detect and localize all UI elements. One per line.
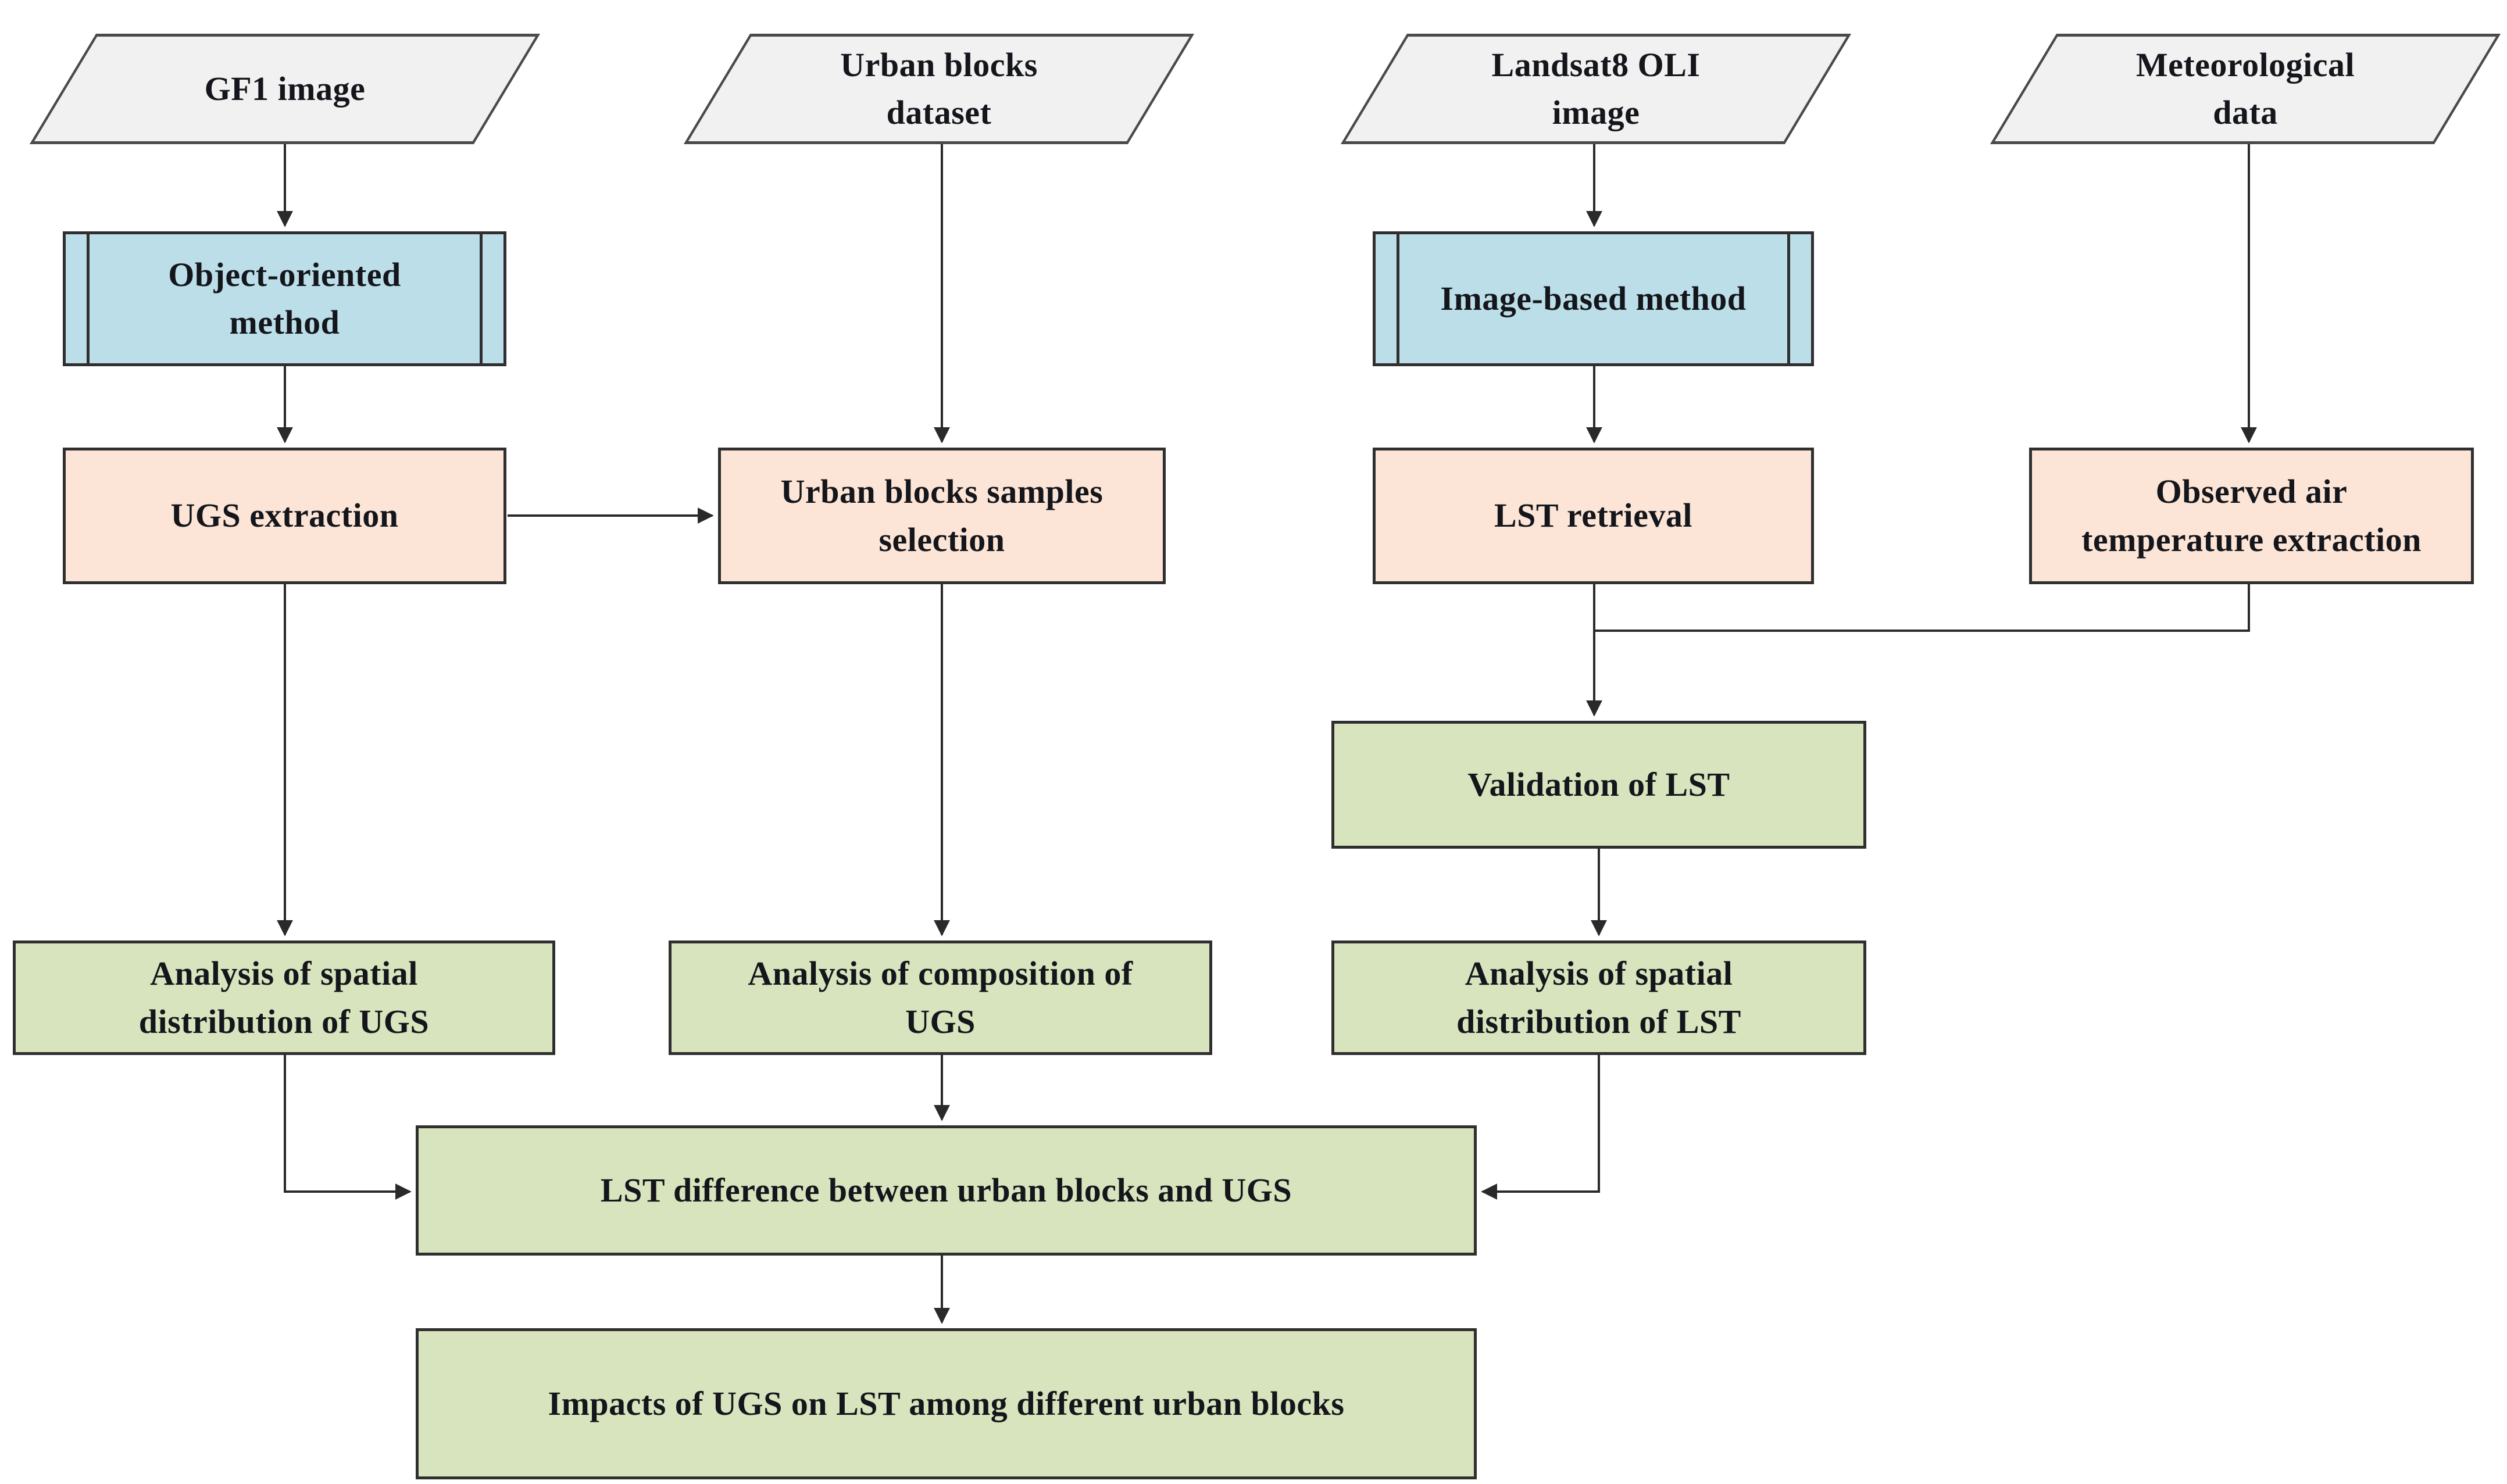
- node-label: Urban blocks samples: [780, 473, 1103, 511]
- input-landsat8-oli-image: Landsat8 OLI image: [1339, 34, 1853, 144]
- node-label: Image-based method: [1440, 279, 1747, 317]
- node-label: Analysis of spatial: [150, 954, 418, 993]
- connector-analysis-spatial-lst-to-lst-difference: [1481, 1055, 1600, 1200]
- step-lst-retrieval: LST retrieval: [1373, 448, 1814, 584]
- analysis-lst-difference: LST difference between urban blocks and …: [416, 1125, 1477, 1256]
- node-label: distribution of UGS: [138, 1002, 430, 1040]
- step-urban-blocks-samples-selection: Urban blocks samples selection: [718, 448, 1166, 584]
- node-label: Analysis of composition of: [748, 954, 1133, 993]
- process-object-oriented-method: Object-oriented method: [63, 231, 506, 366]
- node-label: Meteorological: [2135, 45, 2355, 84]
- analysis-spatial-distribution-of-lst: Analysis of spatial distribution of LST: [1331, 941, 1866, 1055]
- node-label: temperature extraction: [2081, 520, 2422, 559]
- node-label: Impacts of UGS on LST among different ur…: [548, 1384, 1345, 1422]
- analysis-spatial-distribution-of-ugs: Analysis of spatial distribution of UGS: [13, 941, 555, 1055]
- node-label: Landsat8 OLI: [1491, 45, 1701, 84]
- process-image-based-method: Image-based method: [1373, 231, 1814, 366]
- node-label: image: [1552, 94, 1640, 131]
- node-label: Urban blocks: [840, 45, 1038, 84]
- node-label: selection: [878, 520, 1005, 559]
- node-label: LST retrieval: [1494, 496, 1693, 535]
- analysis-validation-of-lst: Validation of LST: [1331, 721, 1866, 849]
- node-label: method: [229, 303, 340, 341]
- step-ugs-extraction: UGS extraction: [63, 448, 506, 584]
- node-label: Validation of LST: [1467, 765, 1730, 803]
- connector-analysis-spatial-ugs-to-lst-difference: [284, 1055, 412, 1200]
- analysis-composition-of-ugs: Analysis of composition of UGS: [669, 941, 1212, 1055]
- node-label: UGS: [905, 1002, 976, 1040]
- connector-observed-air-temp-junction: [1594, 584, 2250, 632]
- node-label: distribution of LST: [1456, 1002, 1741, 1040]
- node-label: GF1 image: [204, 69, 366, 108]
- node-label: Analysis of spatial: [1465, 954, 1733, 993]
- step-observed-air-temperature-extraction: Observed air temperature extraction: [2029, 448, 2474, 584]
- node-label: LST difference between urban blocks and …: [600, 1171, 1292, 1209]
- input-urban-blocks-dataset: Urban blocks dataset: [682, 34, 1196, 144]
- analysis-impacts-of-ugs: Impacts of UGS on LST among different ur…: [416, 1328, 1477, 1479]
- node-label: UGS extraction: [170, 496, 399, 535]
- node-label: Object-oriented: [168, 255, 401, 294]
- node-label: data: [2213, 94, 2278, 131]
- input-gf1-image: GF1 image: [28, 34, 542, 144]
- input-meteorological-data: Meteorological data: [1988, 34, 2502, 144]
- node-label: dataset: [886, 94, 992, 131]
- node-label: Observed air: [2155, 473, 2348, 511]
